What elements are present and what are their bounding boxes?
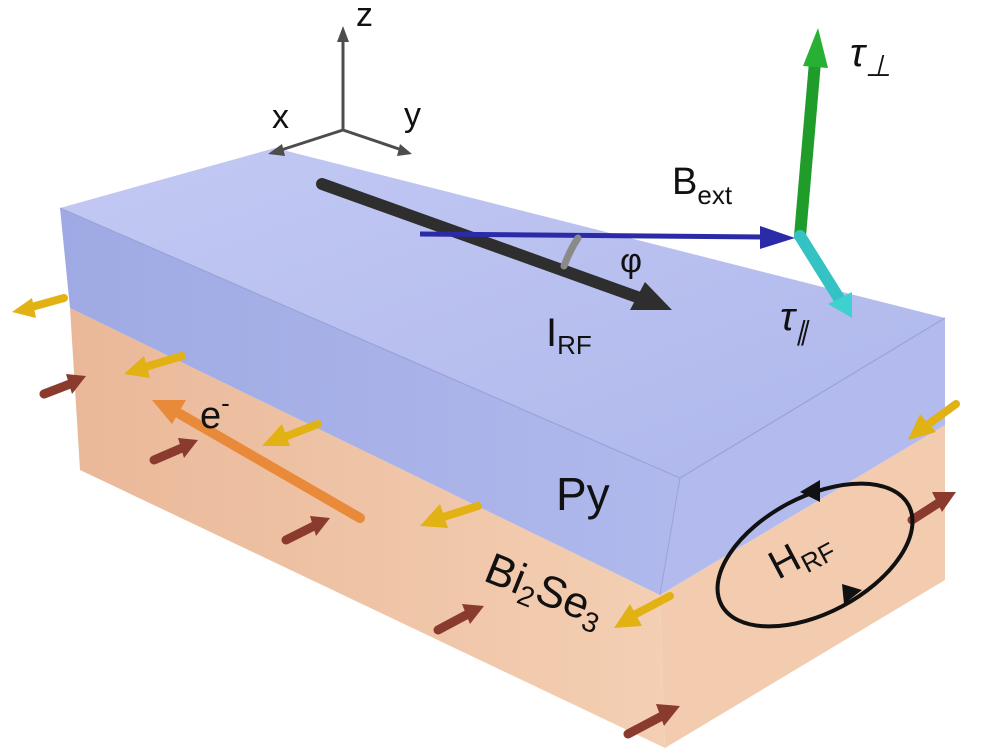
- i-rf-label: IRF: [546, 311, 592, 360]
- spin-arrow-gold: [262, 420, 322, 446]
- electron-label: e-: [200, 388, 230, 437]
- z-axis-label: z: [356, 0, 373, 34]
- spin-arrow-gold: [12, 294, 68, 318]
- spin-arrow-brown: [149, 438, 198, 465]
- py-layer-label: Py: [556, 468, 610, 520]
- spin-arrow-gold: [420, 502, 482, 528]
- slab: [59, 148, 946, 748]
- bottom-spin-arrows: [39, 374, 956, 739]
- external-field-arrow: [419, 231, 765, 240]
- y-axis-arrowhead: [397, 144, 412, 156]
- spin-arrow-brown: [433, 604, 484, 635]
- py-front-face: [60, 208, 680, 595]
- bise-side-face: [660, 425, 945, 748]
- spin-arrow-brown: [623, 704, 680, 739]
- py-top-face: [60, 148, 945, 478]
- spin-arrow-gold: [614, 592, 674, 628]
- electron-arrow: [175, 409, 365, 523]
- phi-label: φ: [620, 242, 642, 280]
- spin-arrow-brown: [907, 492, 956, 525]
- external-field-arrowhead: [760, 226, 795, 249]
- tau-par-label: τ∥: [780, 295, 810, 346]
- external-field-arrow-group: φ Bext: [419, 161, 795, 280]
- x-axis-label: x: [272, 98, 289, 136]
- b-ext-label: Bext: [672, 161, 733, 210]
- tau-par-arrow: [794, 230, 846, 306]
- interface-spin-arrows: [12, 294, 960, 628]
- h-rf-loop-arrowhead-top: [800, 480, 820, 502]
- phi-angle-arc: [560, 234, 582, 270]
- electron-flow: e-: [152, 388, 365, 523]
- tau-par-arrowhead: [828, 292, 852, 318]
- tau-perp-label: τ⊥: [850, 31, 891, 83]
- spin-arrow-gold: [908, 400, 960, 440]
- spin-arrow-brown: [281, 516, 330, 545]
- z-axis-arrowhead: [337, 26, 349, 42]
- h-rf-loop: [715, 481, 915, 629]
- coordinate-axes: z x y: [268, 0, 421, 156]
- x-axis-arrowhead: [268, 144, 285, 156]
- rf-current-arrow-group: IRF: [316, 178, 672, 360]
- h-rf-loop-arrowhead-bottom: [842, 584, 862, 604]
- y-axis-label: y: [404, 96, 421, 134]
- torque-vectors: τ⊥ τ∥: [780, 28, 891, 346]
- spin-arrow-brown: [39, 374, 86, 399]
- tau-perp-arrow: [794, 56, 821, 242]
- py-side-face: [660, 318, 945, 595]
- y-axis: [342, 128, 403, 152]
- x-axis: [277, 128, 344, 153]
- electron-arrowhead: [152, 400, 186, 424]
- spin-arrow-gold: [124, 352, 186, 378]
- rf-current-arrowhead: [630, 282, 672, 310]
- tau-perp-arrowhead: [803, 28, 828, 68]
- rf-current-arrow: [316, 178, 646, 304]
- bise-front-face: [70, 308, 665, 748]
